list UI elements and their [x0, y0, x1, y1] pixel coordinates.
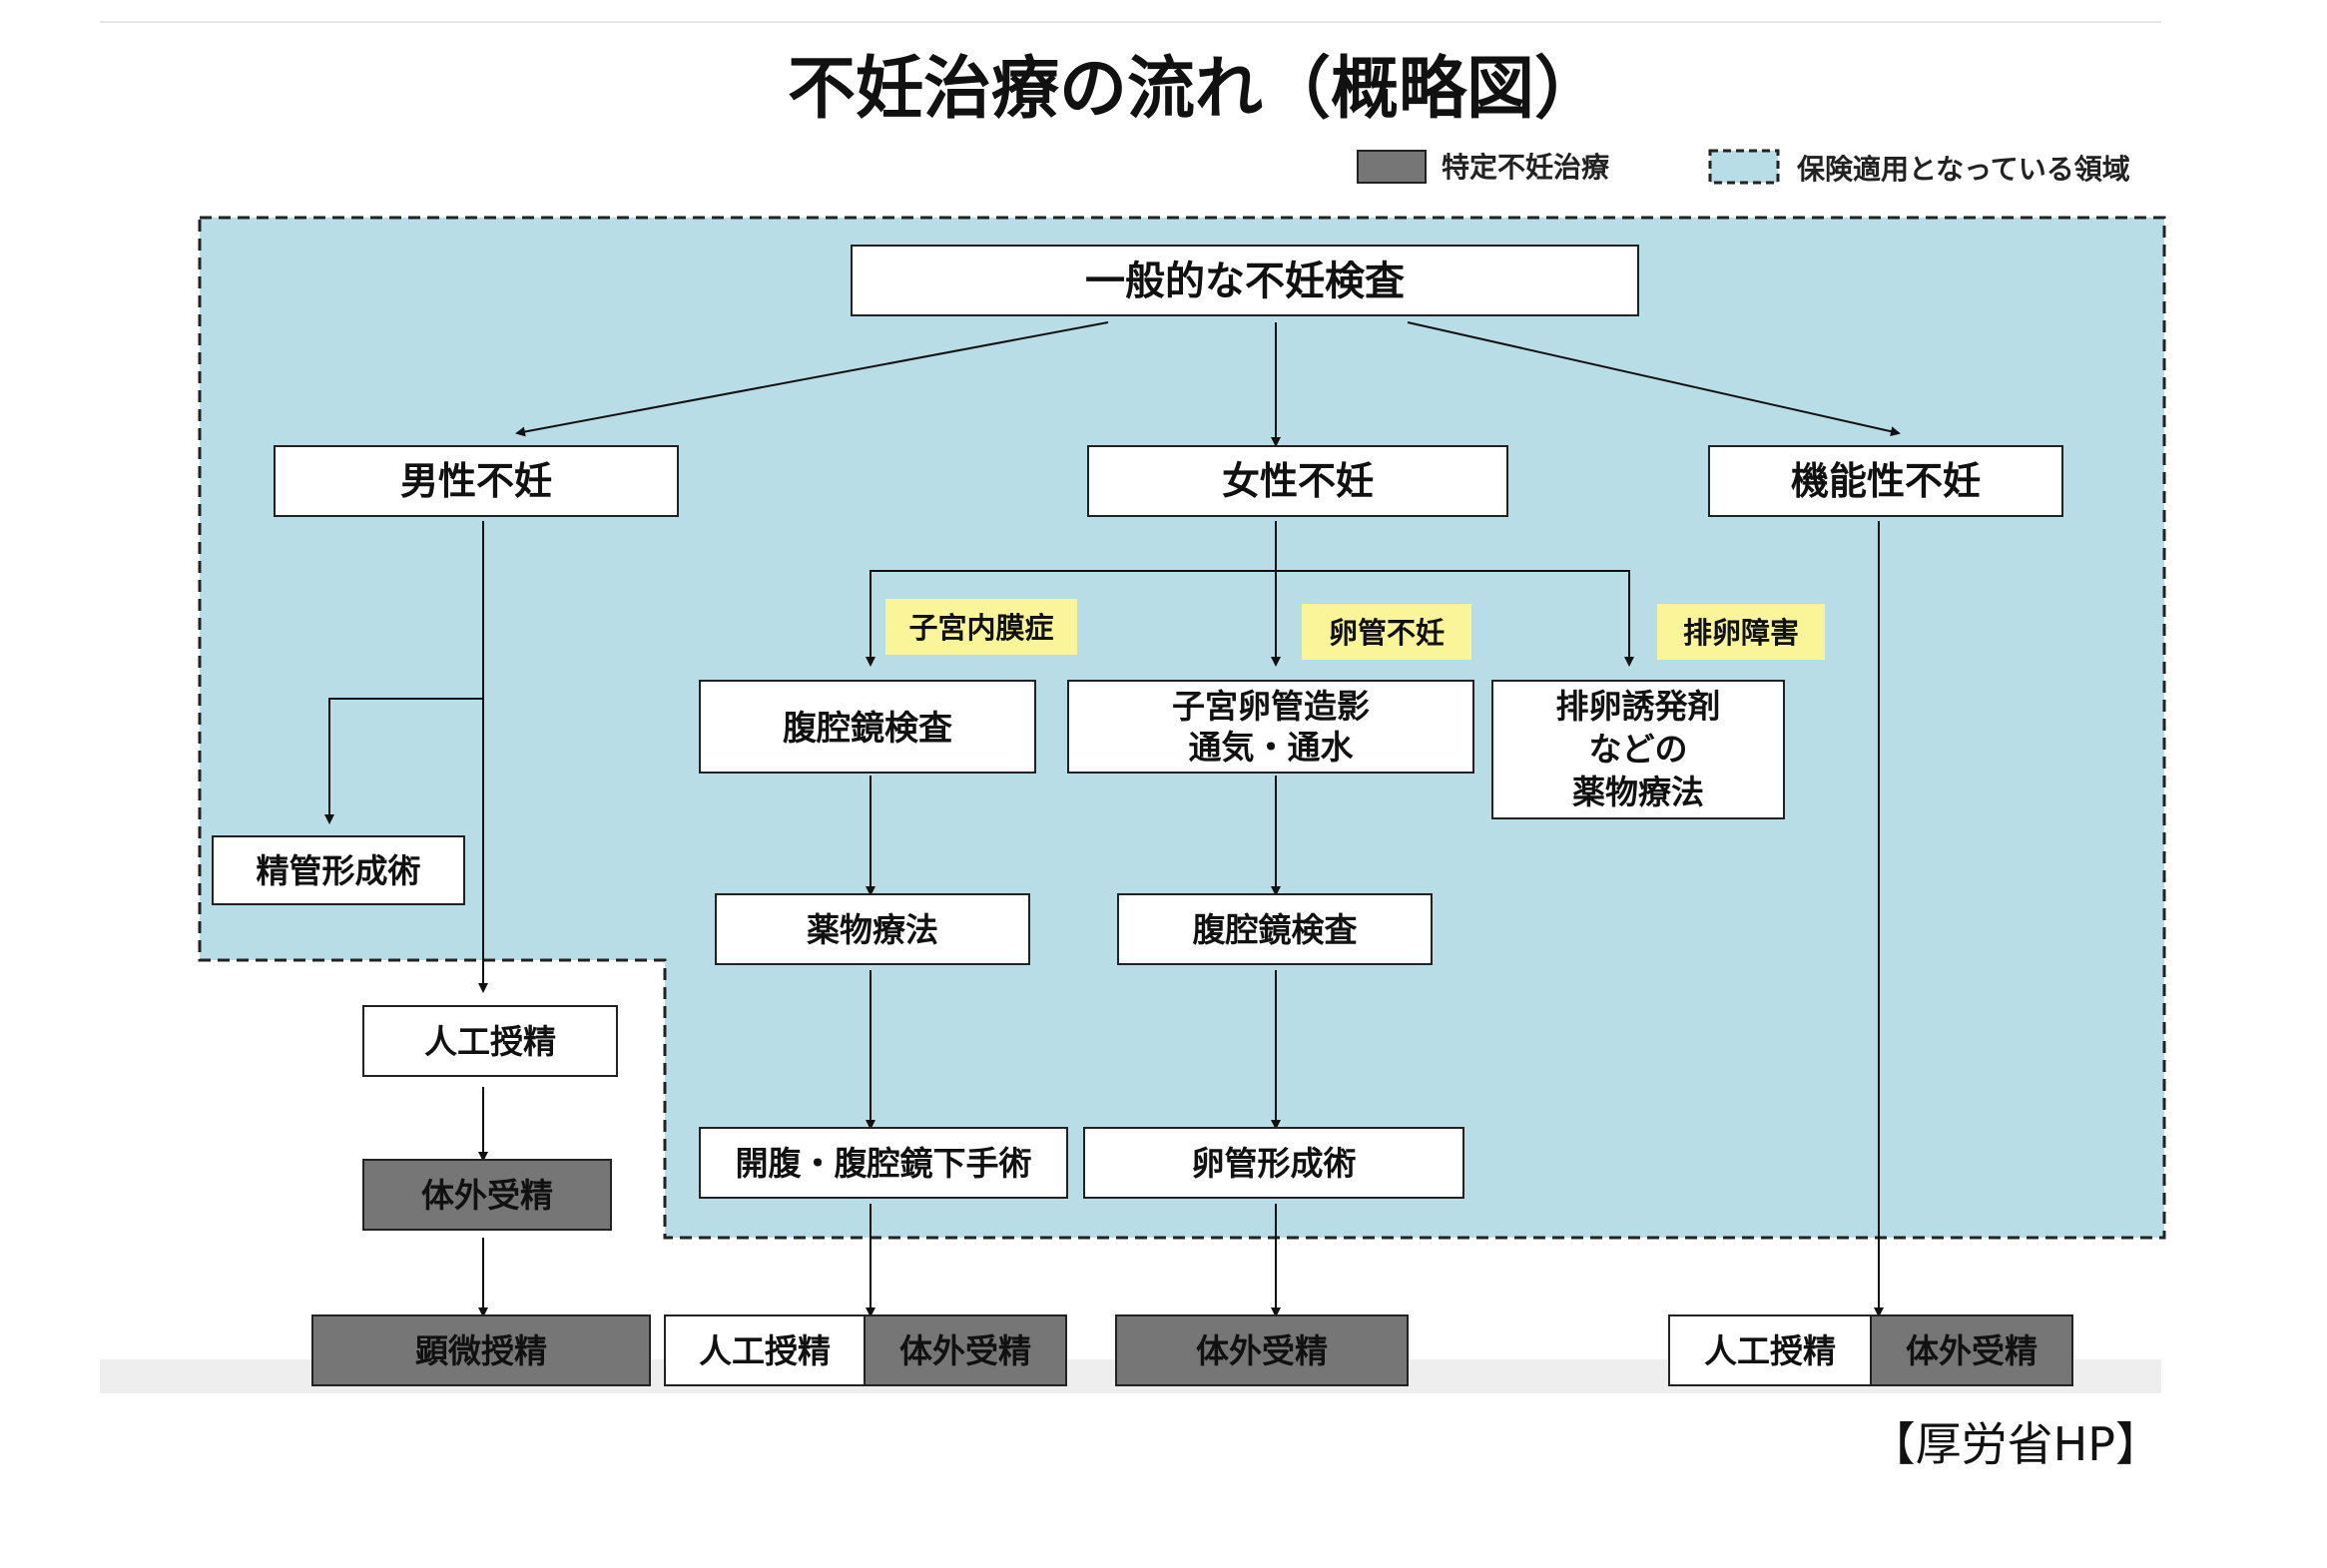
arrow-general-to-functional — [1407, 321, 1901, 437]
vas-surgery-label: 精管形成術 — [257, 851, 421, 890]
label-tubal: 卵管不妊 — [1329, 616, 1445, 650]
arrow-general-to-male — [515, 321, 1109, 437]
laparotomy-label: 開腹・腹腔鏡下手術 — [736, 1144, 1032, 1183]
legend-specific-label: 特定不妊治療 — [1442, 151, 1610, 184]
box-tube-surgery — [1083, 1127, 1464, 1199]
general-exam-label: 一般的な不妊検査 — [1085, 259, 1405, 304]
laparoscopy-exam-label: 腹腔鏡検査 — [783, 709, 952, 749]
arrow-male-to-vas — [324, 698, 483, 824]
box-tube-ivf — [1115, 1314, 1409, 1386]
hsg-line1: 子宮卵管造影 — [1172, 687, 1370, 726]
source-label: 【厚労省HP】 — [1870, 1417, 2161, 1471]
male-icsi-label: 顕微授精 — [415, 1331, 547, 1370]
drug-therapy-label: 薬物療法 — [807, 910, 938, 949]
tube-ivf-label: 体外受精 — [1196, 1331, 1328, 1370]
tube-surgery-label: 卵管形成術 — [1192, 1144, 1357, 1183]
box-male-ai — [362, 1005, 618, 1077]
functional-ai-label: 人工授精 — [1704, 1331, 1836, 1370]
ovulation-line2: などの — [1589, 730, 1688, 769]
box-vas-surgery — [212, 835, 465, 905]
label-endometriosis: 子宮内膜症 — [908, 611, 1053, 645]
box-hsg — [1067, 680, 1474, 774]
female-infertility-label: 女性不妊 — [1222, 459, 1374, 503]
box-ovulation-drugs — [1491, 680, 1785, 819]
female-ai-label: 人工授精 — [699, 1331, 831, 1370]
hsg-line2: 通気・通水 — [1189, 728, 1355, 767]
box-laparotomy — [699, 1127, 1068, 1199]
male-infertility-label: 男性不妊 — [400, 459, 552, 503]
functional-infertility-label: 機能性不妊 — [1791, 459, 1981, 503]
box-female-ivf — [864, 1314, 1067, 1386]
legend-insured-label: 保険適用となっている領域 — [1797, 153, 2130, 186]
legend-specific-swatch — [1357, 150, 1427, 184]
label-ovulation-disorder: 排卵障害 — [1683, 616, 1799, 650]
box-laparoscopy-exam-2 — [1117, 893, 1433, 965]
box-general-exam — [851, 245, 1639, 316]
functional-ivf-label: 体外受精 — [1906, 1331, 2037, 1370]
female-ivf-label: 体外受精 — [899, 1331, 1031, 1370]
box-male-icsi — [311, 1314, 651, 1386]
laparoscopy-exam-2-label: 腹腔鏡検査 — [1193, 910, 1358, 949]
box-drug-therapy — [715, 893, 1030, 965]
ovulation-line1: 排卵誘発剤 — [1556, 687, 1721, 726]
ovulation-line3: 薬物療法 — [1572, 773, 1704, 811]
male-ai-label: 人工授精 — [424, 1022, 556, 1061]
box-male-infertility — [274, 445, 679, 517]
box-functional-infertility — [1708, 445, 2063, 517]
box-functional-ivf — [1870, 1314, 2073, 1386]
box-functional-ai — [1668, 1314, 1872, 1386]
box-laparoscopy-exam — [699, 680, 1036, 774]
label-endometriosis-bg — [885, 599, 1077, 655]
connectors — [324, 321, 1901, 1317]
label-ovulation-disorder-bg — [1657, 604, 1825, 660]
page-title: 不妊治療の流れ（概略図） — [788, 50, 1602, 129]
box-female-infertility — [1087, 445, 1508, 517]
box-female-ai — [664, 1314, 866, 1386]
box-male-ivf — [362, 1159, 612, 1231]
legend-insured-swatch — [1708, 149, 1780, 185]
label-tubal-bg — [1302, 604, 1471, 660]
male-ivf-label: 体外受精 — [421, 1176, 553, 1215]
